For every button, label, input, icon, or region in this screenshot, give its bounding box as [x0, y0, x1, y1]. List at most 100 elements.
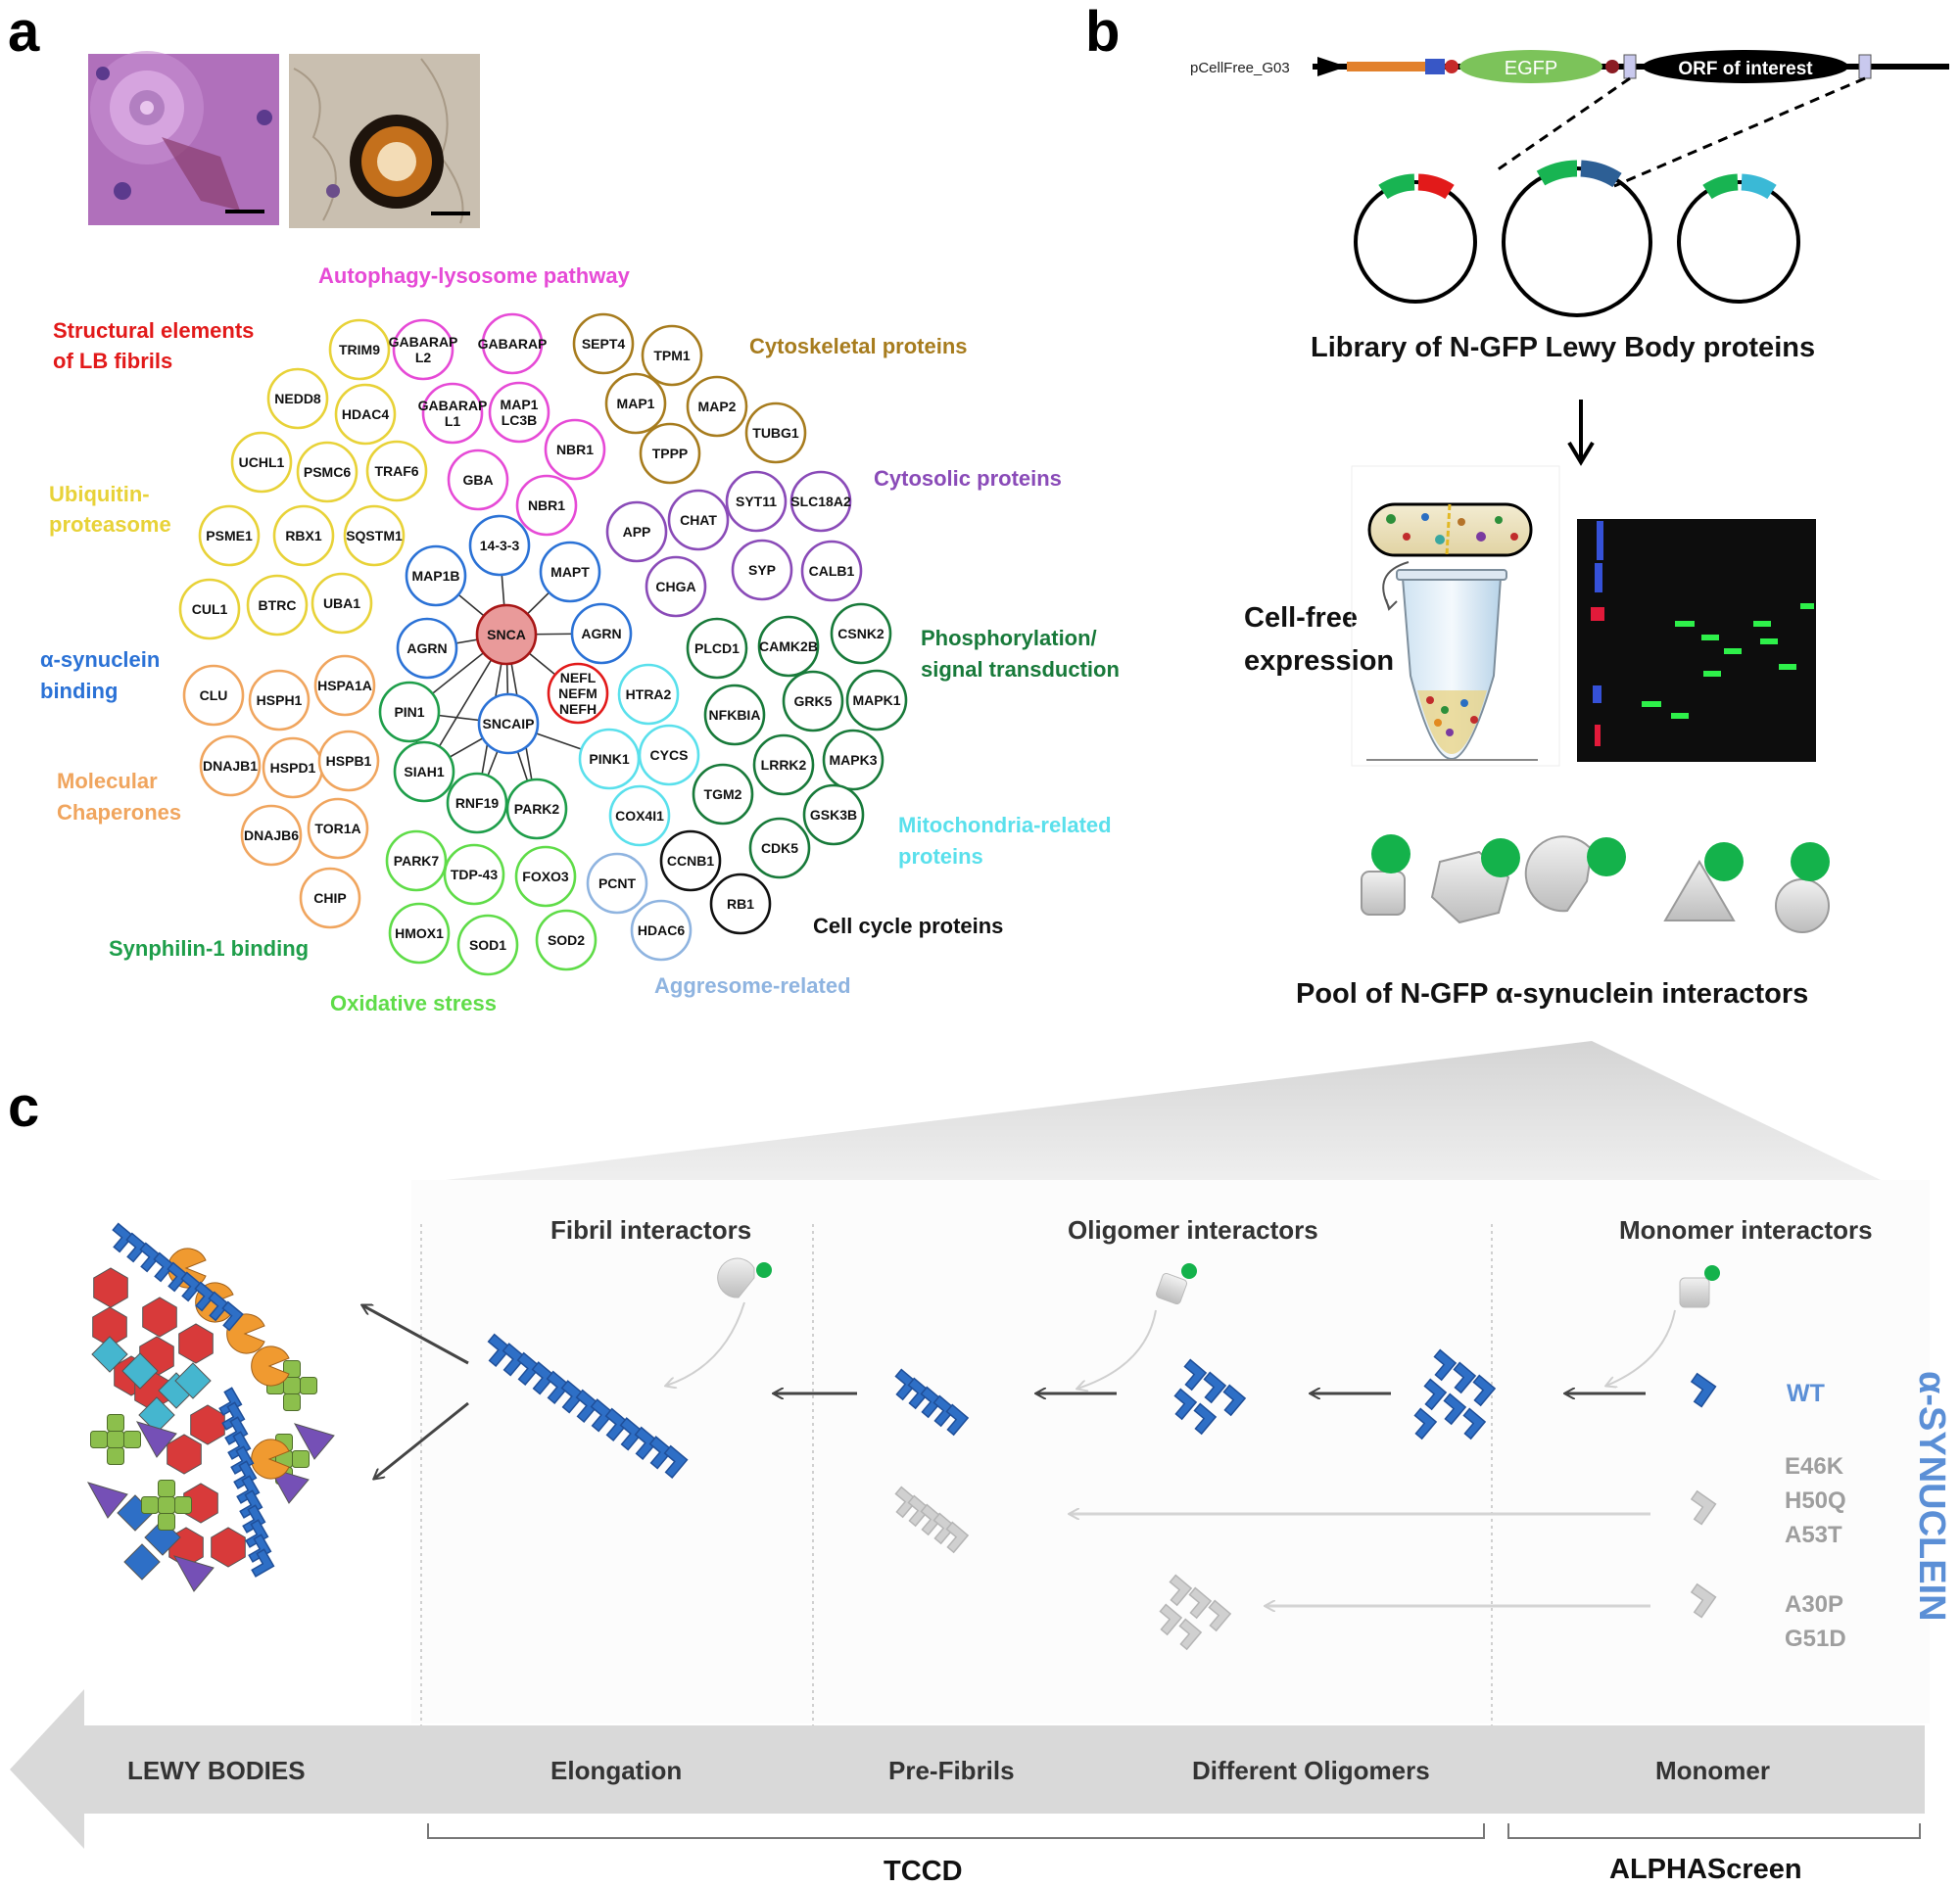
protein-node: HMOX1: [388, 902, 451, 965]
lewy-cross: [158, 1513, 175, 1531]
category-cell-cycle: Cell cycle proteins: [813, 914, 1003, 938]
protein-node: PIN1: [378, 681, 441, 743]
protein-node-label: CSNK2: [837, 626, 884, 641]
panel-letter-a: a: [8, 0, 40, 64]
protein-node-circle: [481, 312, 544, 375]
protein-node: MAPK1: [845, 669, 908, 732]
wt-oligomer-unit: [1433, 1348, 1458, 1382]
protein-node-label: APP: [623, 524, 651, 540]
lewy-pacman: [251, 1345, 290, 1387]
protein-node-label: SOD2: [548, 932, 585, 948]
protein-node-label: AGRN: [581, 626, 621, 641]
protein-node: RB1: [709, 873, 772, 935]
protein-node: HDAC6: [630, 899, 693, 962]
protein-node-label: PSMC6: [304, 464, 351, 480]
protein-node-label: TOR1A: [314, 821, 360, 836]
protein-node-label: TUBG1: [752, 425, 799, 441]
lewy-fibril-unit: [239, 1489, 263, 1519]
protein-node: HSPD1: [262, 736, 324, 799]
protein-node-circle: [392, 318, 454, 381]
protein-node-circle: [570, 602, 633, 665]
protein-node-label: MAP2: [698, 399, 737, 414]
protein-node: SNCA: [475, 603, 538, 666]
protein-node: SOD1: [456, 914, 519, 976]
protein-node-circle: [328, 318, 391, 381]
protein-node: TUBG1: [744, 401, 807, 464]
protein-node: AGRN: [570, 602, 633, 665]
protein-node-circle: [393, 740, 455, 803]
protein-node-label: RB1: [727, 896, 754, 912]
protein-node-label: NEFM: [558, 685, 598, 701]
protein-node-label: DNAJB6: [244, 827, 299, 843]
protein-node-label: HTRA2: [626, 686, 672, 702]
down-arrow-head: [1567, 441, 1595, 466]
wt-small-oligomer-unit: [1222, 1384, 1247, 1417]
lewy-diamond: [91, 1336, 128, 1373]
protein-node-circle: [659, 829, 722, 892]
protein-node-label: PSME1: [206, 528, 253, 543]
panel-letter-b: b: [1085, 0, 1120, 64]
protein-node: MAP1: [604, 372, 667, 435]
synuclein-aggregates: [86, 1222, 1717, 1651]
protein-node-circle: [396, 617, 458, 680]
protein-node: TDP-43: [443, 843, 505, 906]
protein-node-label: GABARAP: [478, 336, 548, 352]
protein-node-circle: [752, 733, 815, 796]
protein-node-circle: [514, 845, 577, 908]
protein-node: TPPP: [639, 422, 701, 485]
vector-construct: pCellFree_G03 EGFP ORF of interest: [1190, 50, 1949, 188]
protein-node-label: SYT11: [736, 494, 777, 509]
protein-node: RBX1: [272, 504, 335, 567]
protein-node: PCNT: [586, 852, 648, 915]
method-brackets: [427, 1823, 1921, 1839]
histology-he-image: [88, 51, 279, 225]
protein-node-circle: [456, 914, 519, 976]
protein-node-circle: [638, 724, 700, 786]
category-ubiquitin: Ubiquitin- proteasome: [49, 482, 171, 537]
protein-node: NBR1: [544, 418, 606, 481]
protein-node-label: MAPK3: [829, 752, 877, 768]
protein-node-circle: [703, 684, 766, 746]
mutant-oligomer-unit: [1188, 1586, 1213, 1620]
protein-node-label: CDK5: [761, 840, 798, 856]
wt-small-oligomer-unit: [1203, 1371, 1227, 1404]
protein-node-label: RNF19: [455, 795, 500, 811]
protein-node-circle: [378, 681, 441, 743]
protein-node: SIAH1: [393, 740, 455, 803]
protein-node-circle: [748, 817, 811, 879]
protein-node-circle: [296, 441, 359, 503]
wt-oligomer-unit: [1413, 1407, 1438, 1440]
fibril-interactors-label: Fibril interactors: [550, 1215, 751, 1245]
lewy-fibril-unit: [248, 1534, 272, 1563]
wt-small-oligomer-unit: [1173, 1388, 1198, 1421]
lewy-triangle: [135, 1421, 177, 1458]
lewy-fibril-unit: [221, 1401, 246, 1431]
lewy-fibril-unit: [245, 1519, 269, 1548]
protein-node-circle: [488, 381, 550, 444]
protein-node-label: CHIP: [313, 890, 346, 906]
protein-node-circle: [405, 544, 467, 607]
protein-node: CCNB1: [659, 829, 722, 892]
mutant-oligomer-unit: [1159, 1603, 1183, 1636]
protein-node: CLU: [182, 664, 245, 727]
stage-dividers: [420, 1224, 1493, 1733]
protein-node-circle: [789, 470, 852, 533]
wt-oligomer-unit: [1453, 1361, 1477, 1394]
synuclein-vertical-label: α-SYNUCLEIN: [1911, 1371, 1952, 1622]
category-labels: Structural elements of LB fibrils Autoph…: [40, 263, 1120, 1015]
protein-node: UCHL1: [230, 431, 293, 494]
protein-node: DNAJB6: [240, 804, 303, 867]
egfp-label: EGFP: [1505, 58, 1557, 79]
lewy-cross: [158, 1480, 175, 1497]
protein-node: CALB1: [800, 540, 863, 602]
protein-node-circle: [757, 615, 820, 678]
protein-node-circle: [630, 899, 693, 962]
protein-node-label: AGRN: [406, 640, 447, 656]
fibril-unit: [663, 1444, 689, 1479]
lewy-triangle: [293, 1423, 335, 1460]
mutant-oligomer-unit: [1208, 1599, 1232, 1632]
protein-node: HTRA2: [617, 663, 680, 726]
lewy-cross: [141, 1496, 159, 1514]
